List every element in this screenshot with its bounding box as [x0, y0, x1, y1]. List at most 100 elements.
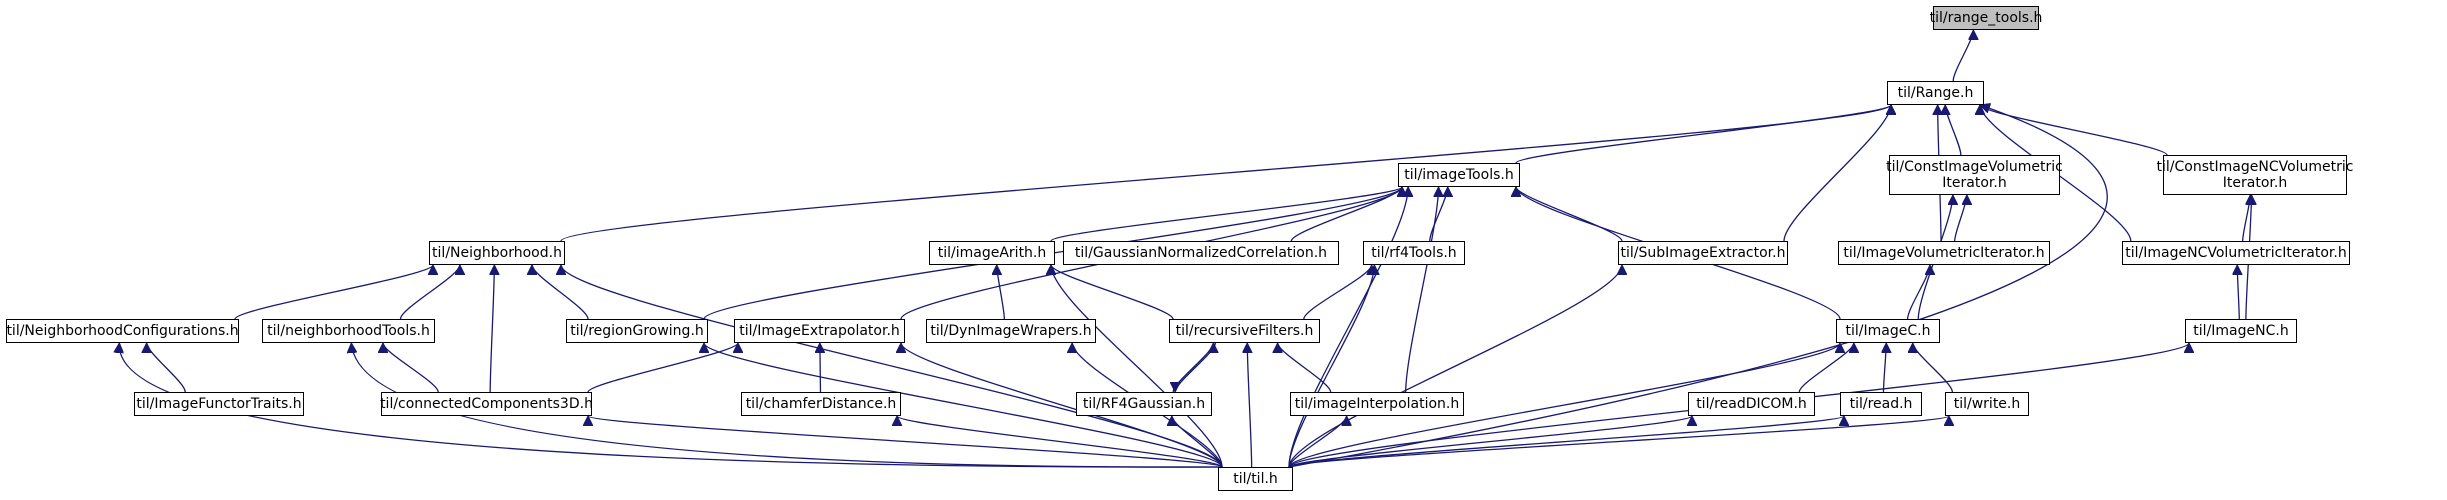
- node-label: til/Neighborhood.h: [432, 245, 562, 261]
- node-readdicom-h[interactable]: til/readDICOM.h: [1688, 392, 1815, 416]
- edge-til-to-subimageextractor: [1288, 264, 1622, 468]
- node-label: til/range_tools.h: [1929, 10, 2043, 26]
- node-connectedcomponents3d-h[interactable]: til/connectedComponents3D.h: [380, 392, 593, 416]
- node-imagearith-h[interactable]: til/imageArith.h: [929, 241, 1055, 265]
- node-neighborhoodtools-h[interactable]: til/neighborhoodTools.h: [262, 319, 435, 343]
- node-label: til/regionGrowing.h: [570, 323, 704, 339]
- node-label: til/ImageC.h: [1845, 323, 1931, 339]
- node-label: til/recursiveFilters.h: [1175, 323, 1314, 339]
- node-constimagencvolumetriciterator-h[interactable]: til/ConstImageNCVolumetric Iterator.h: [2157, 155, 2354, 195]
- node-range-h[interactable]: til/Range.h: [1887, 81, 1984, 105]
- node-chamferdistance-h[interactable]: til/chamferDistance.h: [741, 392, 901, 416]
- edge-imageinterpolation-to-imagetools: [1405, 187, 1439, 393]
- edge-imagearith-to-imagetools: [1050, 186, 1402, 242]
- node-til-h[interactable]: til/til.h: [1218, 467, 1293, 491]
- edge-til-to-imageinterpolation: [1288, 415, 1347, 468]
- edge-recursivefilters-to-rf4gaussian: [1175, 342, 1216, 393]
- node-label: til/SubImageExtractor.h: [1620, 245, 1786, 261]
- node-neighborhood-h[interactable]: til/Neighborhood.h: [429, 241, 565, 265]
- edge-til-to-regiongrowing: [704, 342, 1223, 468]
- edge-til-to-imageextrapolator: [901, 342, 1223, 468]
- node-neighborhoodconfigurations-h[interactable]: til/NeighborhoodConfigurations.h: [6, 319, 239, 343]
- edge-til-to-imagearith: [1051, 265, 1223, 468]
- node-label: til/ConstImageNCVolumetric Iterator.h: [2156, 159, 2354, 191]
- node-dynimagewrapers-h[interactable]: til/DynImageWrapers.h: [926, 319, 1096, 343]
- edge-connectedcomponents-to-neighborhoodtools: [383, 342, 439, 393]
- edge-imagec-to-imagevolumetricit: [1906, 264, 1930, 320]
- edge-neighborhood-to-range: [560, 104, 1891, 242]
- edge-til-to-rf4tools: [1288, 265, 1374, 468]
- node-imagefunctortraits-h[interactable]: til/ImageFunctorTraits.h: [134, 392, 304, 416]
- node-imagetools-h[interactable]: til/imageTools.h: [1398, 163, 1520, 187]
- node-label: til/NeighborhoodConfigurations.h: [6, 323, 239, 339]
- edge-til-to-chamferdistance: [897, 415, 1223, 468]
- edge-til-to-neighborhoodtools: [351, 343, 1223, 468]
- node-subimageextractor-h[interactable]: til/SubImageExtractor.h: [1618, 241, 1788, 265]
- edge-neighborhoodtools-to-neighborhood: [399, 264, 459, 320]
- node-imagencvolumetriciterator-h[interactable]: til/ImageNCVolumetricIterator.h: [2122, 241, 2350, 265]
- node-label: til/Range.h: [1897, 85, 1974, 101]
- node-imageinterpolation-h[interactable]: til/imageInterpolation.h: [1290, 392, 1464, 416]
- node-label: til/chamferDistance.h: [745, 396, 897, 412]
- node-label: til/ImageNC.h: [2193, 323, 2289, 339]
- node-imageextrapolator-h[interactable]: til/ImageExtrapolator.h: [734, 319, 905, 343]
- node-label: til/ConstImageVolumetric Iterator.h: [1886, 159, 2063, 191]
- edge-imageinterpolation-to-recursivefilters: [1278, 342, 1332, 393]
- node-label: til/rf4Tools.h: [1371, 245, 1457, 261]
- edge-neighborhoodconfigs-to-neighborhood: [234, 264, 433, 320]
- node-label: til/imageArith.h: [937, 245, 1047, 261]
- edge-imagevolumetricit-to-constimagevolumetric: [1954, 194, 1967, 242]
- edge-connectedcomponents-to-imageextrapolator: [587, 342, 738, 393]
- edge-imagetools-to-range: [1515, 104, 1891, 164]
- edge-chamferdistance-to-imageextrapolator: [820, 343, 821, 393]
- edge-readdicom-to-imagec: [1798, 342, 1854, 393]
- node-label: til/connectedComponents3D.h: [380, 396, 593, 412]
- edge-write-to-imagec: [1913, 342, 1953, 393]
- node-label: til/imageInterpolation.h: [1294, 396, 1460, 412]
- edge-imagefunctortraits-to-neighborhoodconfigs: [147, 342, 186, 393]
- node-range-tools-h: til/range_tools.h: [1930, 6, 2042, 30]
- node-imagenc-h[interactable]: til/ImageNC.h: [2185, 319, 2297, 343]
- node-label: til/til.h: [1233, 471, 1278, 487]
- node-label: til/GaussianNormalizedCorrelation.h: [1074, 245, 1328, 261]
- node-label: til/ImageFunctorTraits.h: [136, 396, 302, 412]
- edge-til-to-imagetools: [1288, 187, 1408, 468]
- node-rf4tools-h[interactable]: til/rf4Tools.h: [1363, 241, 1465, 265]
- edge-til-to-imagec: [1288, 342, 1840, 468]
- edge-dynimagewrapers-to-imagearith: [997, 264, 1005, 320]
- node-recursivefilters-h[interactable]: til/recursiveFilters.h: [1169, 319, 1320, 343]
- node-label: til/DynImageWrapers.h: [930, 323, 1092, 339]
- edge-til-to-read: [1288, 415, 1844, 468]
- edge-subimageextractor-to-range: [1783, 104, 1891, 242]
- edge-til-to-connectedcomponents: [588, 415, 1223, 468]
- node-constimagevolumetriciterator-h[interactable]: til/ConstImageVolumetric Iterator.h: [1886, 155, 2063, 195]
- edge-til-to-write: [1288, 415, 1949, 468]
- edge-til-to-recursivefilters: [1247, 343, 1253, 468]
- node-label: til/read.h: [1849, 396, 1913, 412]
- edge-range-to-range_tools: [1952, 29, 1973, 82]
- node-rf4gaussian-h[interactable]: til/RF4Gaussian.h: [1076, 392, 1212, 416]
- edge-til-to-rf4gaussian: [1172, 415, 1223, 468]
- node-label: til/ImageNCVolumetricIterator.h: [2125, 245, 2347, 261]
- node-label: til/RF4Gaussian.h: [1082, 396, 1206, 412]
- node-read-h[interactable]: til/read.h: [1840, 392, 1922, 416]
- node-label: til/neighborhoodTools.h: [267, 323, 430, 339]
- edge-til-to-neighborhoodconfigs: [119, 343, 1223, 468]
- edge-constimagevolumetric-to-range: [1945, 104, 1962, 156]
- node-label: til/ImageVolumetricIterator.h: [1843, 245, 2045, 261]
- edge-regiongrowing-to-neighborhood: [532, 264, 589, 320]
- edge-til-to-range: [1288, 105, 2108, 468]
- node-imagec-h[interactable]: til/ImageC.h: [1836, 319, 1940, 343]
- node-label: til/readDICOM.h: [1696, 396, 1807, 412]
- node-write-h[interactable]: til/write.h: [1945, 392, 2029, 416]
- edge-til-to-readdicom: [1288, 415, 1692, 468]
- node-label: til/imageTools.h: [1404, 167, 1514, 183]
- node-label: til/write.h: [1953, 396, 2021, 412]
- node-regiongrowing-h[interactable]: til/regionGrowing.h: [566, 319, 708, 343]
- node-imagevolumetriciterator-h[interactable]: til/ImageVolumetricIterator.h: [1838, 241, 2050, 265]
- edge-rf4tools-to-imagetools: [1429, 186, 1448, 242]
- node-gaussiannormalizedcorrelation-h[interactable]: til/GaussianNormalizedCorrelation.h: [1063, 241, 1339, 265]
- edge-imagenc-to-imagencvolumetricit: [2237, 265, 2239, 320]
- edge-connectedcomponents-to-neighborhood: [490, 265, 494, 393]
